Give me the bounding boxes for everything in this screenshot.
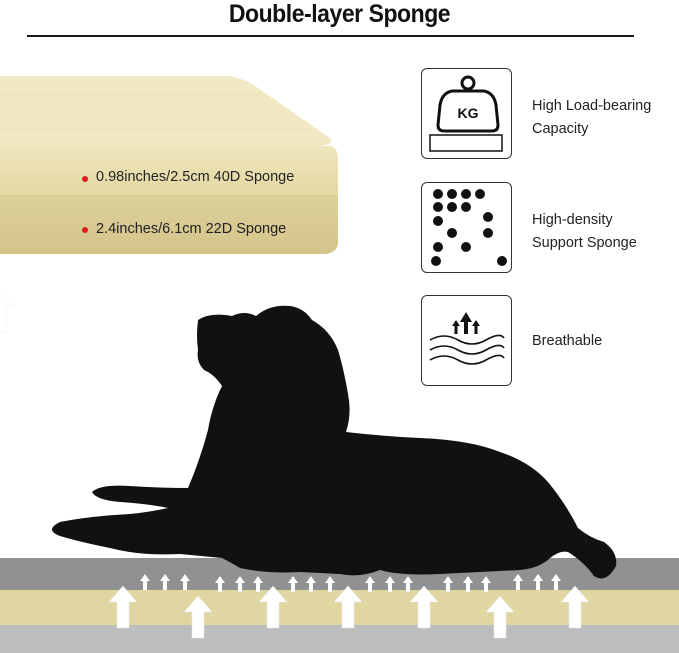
feature-breathable [421,295,512,386]
feature-label-breathable: Breathable [532,330,602,353]
layer-bullet-top [82,176,88,182]
weight-icon: KG [429,75,503,152]
airflow-arrows-large [0,290,590,639]
feature-label-high-density: High-density Support Sponge [532,209,637,255]
mattress-bottom-layer [0,625,679,653]
layer-label-bottom: 2.4inches/6.1cm 22D Sponge [96,221,287,237]
feature-label-load-bearing: High Load-bearing Capacity [532,95,651,141]
feature-high-density [421,182,512,273]
dog-on-mattress-illustration [0,290,679,653]
density-dots-icon [431,189,507,266]
feature-load-bearing: KG [421,68,512,159]
breathable-icon [429,312,505,365]
feature-label-line: Capacity [532,121,589,137]
page-title: Double-layer Sponge [228,0,451,28]
feature-label-line: High Load-bearing [532,98,652,114]
feature-label-line: High-density [532,212,613,228]
sponge-illustration [0,76,338,254]
weight-icon-label: KG [458,105,479,121]
title-divider [27,35,634,37]
layer-label-top: 0.98inches/2.5cm 40D Sponge [96,169,295,185]
dog-silhouette [52,305,617,579]
feature-label-line: Support Sponge [532,235,637,251]
feature-label-line: Breathable [532,333,603,349]
layer-bullet-bottom [82,227,88,233]
